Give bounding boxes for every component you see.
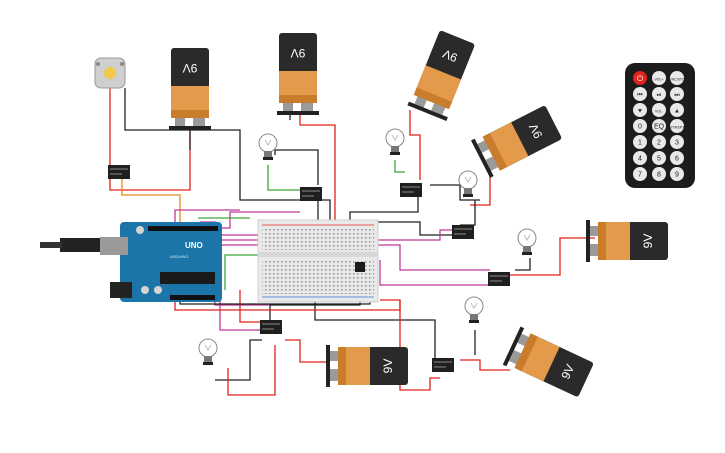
- relay-2[interactable]: [300, 187, 322, 201]
- remote-button-label: 4: [638, 156, 642, 163]
- remote-media-button[interactable]: [670, 103, 684, 117]
- remote-button[interactable]: [633, 151, 647, 165]
- remote-button-label: 5: [657, 156, 661, 163]
- remote-button-label: 2: [657, 140, 661, 147]
- remote-buttons[interactable]: VOL+ FUNC/STOP VOL- EQ ST/REPT 0 1 2 3 4 5 6 7 8 9 ⏮ ⏯ ⏭ ▼…: [633, 71, 688, 181]
- remote-button-label: VOL+: [654, 78, 663, 82]
- arduino-brand-label: ARDUINO: [170, 254, 188, 259]
- remote-button-label: 7: [638, 172, 642, 179]
- light-bulb-1[interactable]: [258, 133, 278, 161]
- remote-button-label: FUNC/STOP: [667, 78, 688, 82]
- ir-remote[interactable]: ⏻ VOL+ FUNC/STOP VOL- EQ ST/REPT 0 1 2 3 4 5 6 7 8 9 ⏮ ⏯…: [625, 63, 695, 188]
- media-icon: ⏭: [674, 93, 680, 99]
- light-bulb-4[interactable]: [517, 228, 537, 256]
- remote-button-label: VOL-: [655, 110, 664, 114]
- power-icon: ⏻: [637, 74, 644, 83]
- remote-button[interactable]: [670, 71, 684, 85]
- relay-3[interactable]: [400, 183, 422, 197]
- remote-button-label: ST/REPT: [670, 126, 686, 130]
- remote-button[interactable]: [652, 151, 666, 165]
- remote-button[interactable]: [652, 167, 666, 181]
- remote-button-label: 9: [675, 172, 679, 179]
- remote-button[interactable]: [652, 135, 666, 149]
- remote-button[interactable]: [633, 119, 647, 133]
- light-bulb-5[interactable]: [464, 296, 484, 324]
- remote-button-label: 0: [638, 124, 642, 131]
- battery-5[interactable]: 9V: [586, 220, 668, 262]
- remote-button[interactable]: [670, 151, 684, 165]
- remote-button-label: EQ: [654, 124, 665, 131]
- remote-button-label: 6: [675, 156, 679, 163]
- battery-1[interactable]: 9V: [169, 48, 211, 130]
- relay-5[interactable]: [488, 272, 510, 286]
- relay-6[interactable]: [260, 320, 282, 334]
- battery-5-label: 9V: [641, 234, 655, 249]
- remote-button-label: 8: [657, 172, 661, 179]
- media-icon: ▲: [674, 109, 680, 115]
- remote-button[interactable]: [633, 135, 647, 149]
- remote-button[interactable]: [652, 103, 666, 117]
- battery-6[interactable]: 9V: [326, 345, 408, 387]
- remote-button-label: 1: [638, 140, 642, 147]
- remote-media-button[interactable]: [670, 87, 684, 101]
- battery-4-label: 9V: [526, 121, 545, 140]
- media-icon: ▼: [637, 109, 643, 115]
- relay-4[interactable]: [452, 225, 474, 239]
- remote-media-button[interactable]: [633, 103, 647, 117]
- light-bulb-2[interactable]: [385, 128, 405, 156]
- remote-button[interactable]: [652, 119, 666, 133]
- light-bulb-6[interactable]: [198, 338, 218, 366]
- breadboard[interactable]: [257, 219, 379, 303]
- battery-2-label: 9V: [291, 46, 306, 60]
- relay-7[interactable]: [432, 358, 454, 372]
- remote-button-label: 3: [675, 140, 679, 147]
- battery-7[interactable]: 9V: [502, 326, 595, 400]
- battery-3-label: 9V: [441, 46, 460, 64]
- arduino-uno-label: UNO: [185, 241, 203, 250]
- battery-7-label: 9V: [558, 362, 577, 381]
- battery-6-label: 9V: [381, 359, 395, 374]
- arduino-uno-board[interactable]: UNO ARDUINO: [40, 222, 222, 302]
- battery-4[interactable]: 9V: [471, 103, 564, 178]
- remote-button[interactable]: [652, 71, 666, 85]
- media-icon: ⏮: [637, 93, 643, 99]
- remote-media-button[interactable]: [633, 87, 647, 101]
- remote-button[interactable]: [670, 167, 684, 181]
- battery-3[interactable]: 9V: [407, 29, 478, 122]
- battery-1-label: 9V: [183, 61, 198, 75]
- relay-1[interactable]: [108, 165, 130, 179]
- remote-button[interactable]: [633, 167, 647, 181]
- battery-2[interactable]: 9V: [277, 33, 319, 115]
- ir-receiver[interactable]: [355, 262, 365, 272]
- remote-button[interactable]: [670, 135, 684, 149]
- media-icon: ⏯: [657, 93, 662, 99]
- light-bulb-3[interactable]: [458, 170, 478, 198]
- remote-button[interactable]: [670, 119, 684, 133]
- remote-media-button[interactable]: [652, 87, 666, 101]
- dc-motor[interactable]: [94, 57, 126, 89]
- remote-power-button[interactable]: ⏻: [633, 71, 647, 85]
